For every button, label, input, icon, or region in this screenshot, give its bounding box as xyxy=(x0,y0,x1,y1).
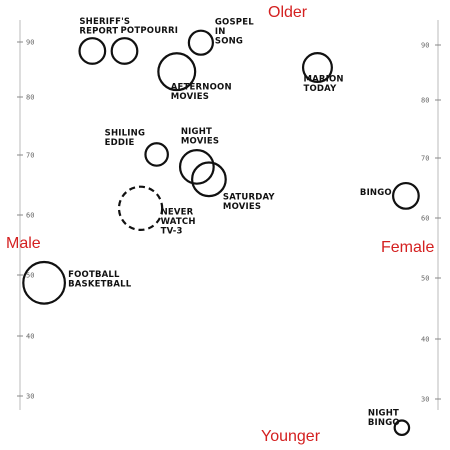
bubble-label-line: IN xyxy=(215,27,226,37)
bubble-label-line: MARION xyxy=(303,75,343,85)
bubble-point xyxy=(392,181,420,210)
bubble-point xyxy=(301,52,333,84)
bubble-point xyxy=(187,29,214,56)
right-tick-label: 90 xyxy=(421,42,429,50)
bubble-point xyxy=(178,148,215,185)
bubble-group xyxy=(22,29,420,437)
bubble-label-line: MOVIES xyxy=(181,136,219,146)
bubble-label-line: REPORT xyxy=(79,26,118,36)
left-tick-label: 50 xyxy=(26,272,34,280)
bubble-label-line: SONG xyxy=(215,37,243,47)
left-tick-label: 70 xyxy=(26,152,34,160)
bubble-point xyxy=(117,185,164,231)
bubble-label-line: WATCH xyxy=(161,217,196,227)
bubble-label-line: NIGHT xyxy=(181,127,212,137)
bubble-point xyxy=(393,419,411,437)
bubble-point xyxy=(144,142,169,167)
bubble-label-line: SHERIFF'S xyxy=(79,17,130,27)
left-tick-group: 90 80 70 60 50 40 30 xyxy=(17,39,34,401)
bubble-label-line: MOVIES xyxy=(223,202,261,212)
left-tick-label: 40 xyxy=(26,333,34,341)
direction-label-male: Male xyxy=(6,235,41,252)
bubble-label-line: BINGO xyxy=(360,188,392,198)
left-tick-label: 30 xyxy=(26,393,34,401)
right-tick-label: 60 xyxy=(421,215,429,223)
bubble-point xyxy=(110,37,139,65)
bubble-label-line: SHILING xyxy=(105,128,145,138)
bubble-label-line: AFTERNOON xyxy=(171,83,232,93)
bubble-label-line: POTPOURRI xyxy=(121,26,179,36)
bubble-label-line: TODAY xyxy=(303,84,337,94)
direction-label-female: Female xyxy=(381,239,434,256)
bubble-label-line: BASKETBALL xyxy=(68,279,132,289)
bubble-label-line: TV-3 xyxy=(161,226,183,236)
bubble-point xyxy=(22,260,66,305)
bubble-label-line: GOSPEL xyxy=(215,18,254,28)
right-tick-label: 80 xyxy=(421,97,429,105)
bubble-label-line: NIGHT xyxy=(368,409,399,419)
bubble-point xyxy=(191,161,227,198)
bubble-point xyxy=(157,52,197,92)
direction-label-younger: Younger xyxy=(261,428,321,445)
right-tick-group: 90 80 70 60 50 40 30 xyxy=(421,42,441,404)
bubble-label-line: SATURDAY xyxy=(223,192,276,202)
right-tick-label: 30 xyxy=(421,396,429,404)
left-tick-label: 90 xyxy=(26,39,34,47)
left-tick-label: 60 xyxy=(26,212,34,220)
direction-label-older: Older xyxy=(268,4,308,21)
left-tick-label: 80 xyxy=(26,94,34,102)
bubble-label-line: EDDIE xyxy=(105,138,135,148)
bubble-label-line: MOVIES xyxy=(171,92,209,102)
bubble-label: BINGO xyxy=(360,188,392,198)
bubble-label-line: FOOTBALL xyxy=(68,270,120,280)
bubble-label: POTPOURRI xyxy=(121,26,179,36)
right-tick-label: 70 xyxy=(421,155,429,163)
bubble-label-line: BINGO xyxy=(368,418,400,428)
axes-layer xyxy=(19,20,439,410)
right-tick-label: 50 xyxy=(421,275,429,283)
bubble-label-line: NEVER xyxy=(161,207,194,217)
bubble-point xyxy=(78,37,107,65)
right-tick-label: 40 xyxy=(421,336,429,344)
